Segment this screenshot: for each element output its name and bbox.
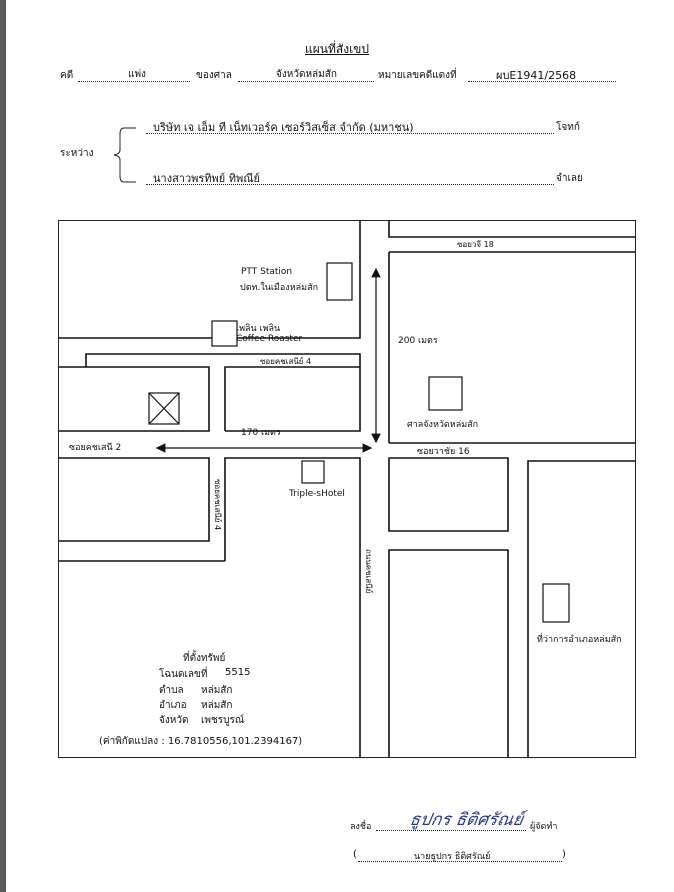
- court-label: ศาลจังหวัดหล่มสัก: [407, 420, 479, 430]
- plaintiff-role: โจทก์: [556, 122, 580, 133]
- page-title: แผนที่สังเขป: [305, 42, 369, 56]
- soi-2-label: ซอยคชเสนี 2: [69, 443, 122, 453]
- hotel-building: [301, 460, 325, 484]
- district-office-building: [542, 583, 570, 623]
- ptt-building: [326, 262, 353, 301]
- deed-number: 5515: [225, 667, 251, 678]
- road-edge: [59, 366, 210, 432]
- map-drawing: [59, 221, 635, 757]
- road-edge: [224, 457, 361, 757]
- document-page: แผนที่สังเขป คดี แพ่ง ของศาล จังหวัดหล่ม…: [6, 0, 674, 892]
- sign-label: ลงชื่อ: [350, 822, 372, 832]
- cafe-building: [211, 320, 238, 347]
- soi-18-label: ซอยวจี 18: [457, 240, 494, 249]
- court-label: ของศาล: [196, 70, 232, 81]
- soi-4-vertical-label: ซอยคชเสนีย์ 4: [213, 479, 222, 531]
- district-office-label: ที่ว่าการอำเภอหล่มสัก: [537, 635, 622, 645]
- dotted-line: [78, 81, 190, 82]
- subdistrict-value: หล่มสัก: [201, 685, 233, 696]
- signature: ธูปกร ธิติศรัณย์: [408, 810, 525, 830]
- district-label: อำเภอ: [159, 700, 187, 711]
- road-edge: [85, 353, 361, 367]
- preparer-name: นายธูปกร ธิติศรัณย์: [414, 852, 491, 862]
- coordinates: (ค่าพิกัดแปลง : 16.7810556,101.2394167): [99, 736, 303, 747]
- open-paren: (: [353, 849, 357, 860]
- sketch-map: ซอยวจี 18 PTT Station ปตท.ในเมืองหล่มสัก…: [58, 220, 636, 758]
- brace-icon: [113, 127, 136, 183]
- road-edge: [224, 366, 361, 432]
- hotel-label: Triple-sHotel: [289, 489, 345, 499]
- distance-200-label: 200 เมตร: [398, 336, 438, 346]
- ptt-label: PTT Station: [241, 267, 293, 277]
- road-edge: [59, 221, 361, 339]
- dotted-line: [146, 133, 554, 134]
- cafe-label-en: Coffee Roaster: [236, 334, 303, 344]
- district-value: หล่มสัก: [201, 700, 233, 711]
- dotted-line: [146, 184, 554, 185]
- deed-label: โฉนดเลขที่: [159, 669, 208, 680]
- road-edge: [527, 460, 635, 757]
- soi-4-top-label: ซอยคชเสนีย์ 4: [260, 357, 312, 366]
- defendant-name: นางสาวพรทิพย์ ทิพณีย์: [153, 172, 260, 185]
- red-case-label: หมายเลขคดีแดงที่: [378, 70, 457, 81]
- road-edge: [388, 221, 635, 238]
- court-name: จังหวัดหล่มสัก: [276, 69, 337, 80]
- dotted-line: [376, 830, 526, 831]
- road-edge: [59, 457, 210, 542]
- court-building: [428, 376, 463, 411]
- between-label: ระหว่าง: [60, 148, 94, 159]
- ptt-label-thai: ปตท.ในเมืองหล่มสัก: [240, 283, 319, 293]
- dotted-line: [358, 861, 562, 862]
- dotted-line: [238, 81, 374, 82]
- cafe-label: เพลิน เพลิน: [236, 324, 281, 334]
- red-case-number: ผบE1941/2568: [496, 69, 577, 82]
- preparer-role: ผู้จัดทำ: [530, 822, 558, 832]
- close-paren: ): [562, 849, 566, 860]
- dotted-line: [468, 81, 616, 82]
- road-edge: [388, 549, 509, 757]
- case-label: คดี: [60, 70, 74, 81]
- plaintiff-name: บริษัท เจ เอ็ม ที เน็ทเวอร์ค เซอร์วิสเซ็…: [153, 121, 414, 134]
- road-vertical-label: ถนนคชเสนีย์: [364, 549, 373, 594]
- province-value: เพชรบูรณ์: [201, 715, 245, 726]
- soi-16-label: ซอยวาชัย 16: [417, 447, 470, 457]
- distance-170-label: 170 เมตร: [241, 428, 281, 438]
- province-label: จังหวัด: [159, 715, 189, 726]
- property-cross-icon: [148, 392, 180, 425]
- defendant-role: จำเลย: [556, 173, 583, 184]
- property-heading: ที่ตั้งทรัพย์: [183, 653, 226, 664]
- road-edge: [388, 457, 509, 532]
- case-type: แพ่ง: [128, 69, 146, 80]
- subdistrict-label: ตำบล: [159, 685, 184, 696]
